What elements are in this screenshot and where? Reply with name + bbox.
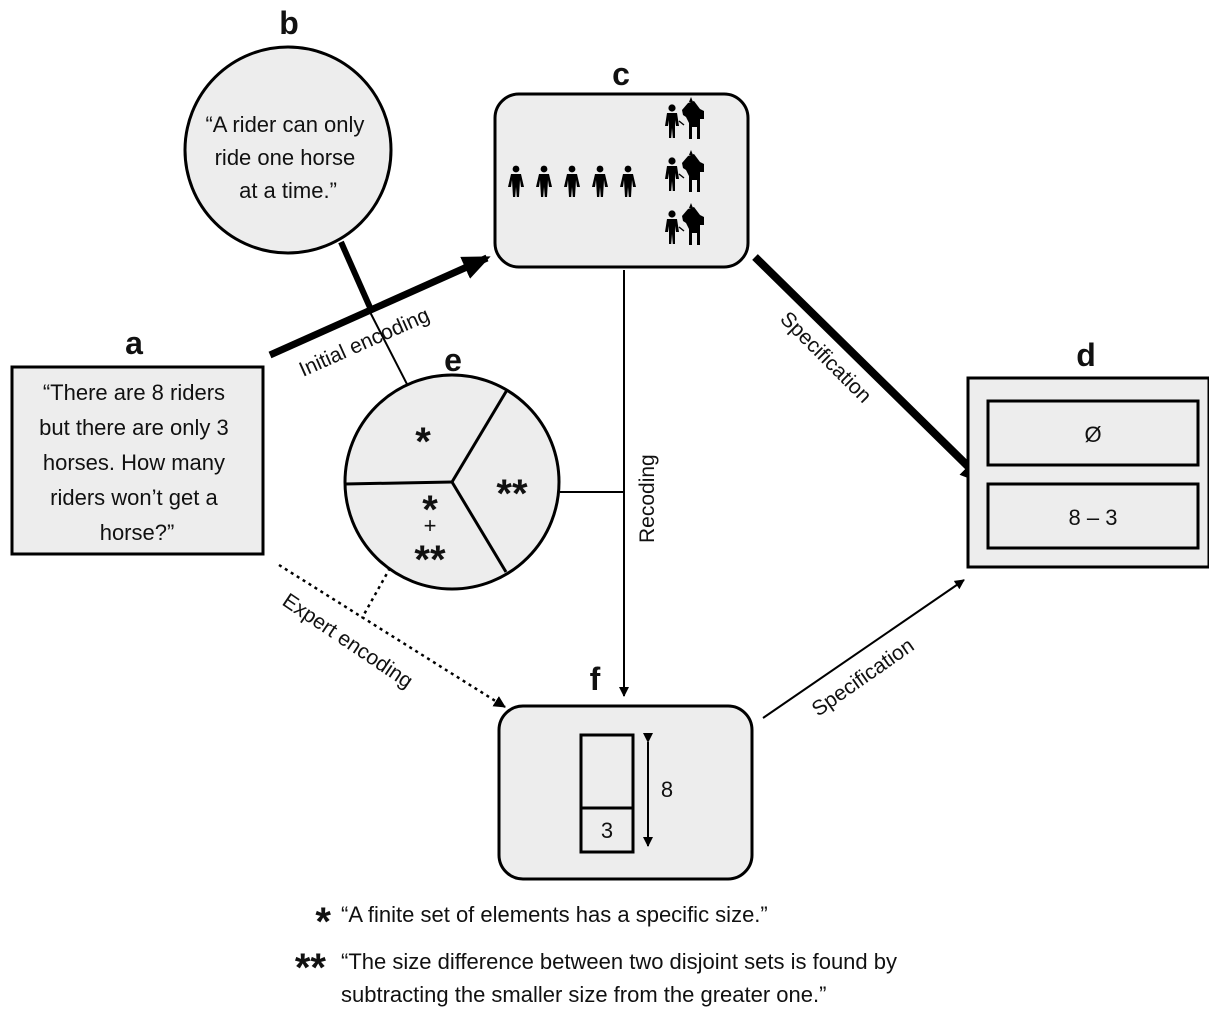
- initial-encoding-arrow: [268, 254, 491, 359]
- panel-e-divider-top: [450, 389, 509, 483]
- panel-b-circle: [183, 45, 393, 255]
- panel-f-total-value: 8: [661, 777, 673, 802]
- panel-a-line-3: horses. How many: [43, 450, 225, 475]
- footnote-2-text: “The size difference between two disjoin…: [341, 949, 903, 1007]
- panel-b-line-3: at a time.”: [239, 178, 337, 203]
- panel-b-text: “A rider can only ride one horse at a ti…: [205, 112, 370, 203]
- panel-e-sector-right: **: [496, 472, 528, 516]
- panel-d-empty-set: Ø: [1084, 422, 1101, 447]
- panel-a-line-4: riders won’t get a: [50, 485, 218, 510]
- panel-e-divider-bottom: [450, 481, 508, 573]
- expert-encoding-label: Expert encoding: [278, 589, 417, 693]
- footnote-1-symbol: *: [315, 900, 331, 944]
- footnote-2-symbol: **: [295, 946, 327, 990]
- panel-e-sector-bottom-plus: +: [424, 513, 437, 538]
- panel-a-box: [10, 365, 265, 556]
- footnote-1-text: “A finite set of elements has a specific…: [341, 902, 768, 927]
- specification-lower-arrow: [762, 579, 965, 719]
- panel-f-letter: f: [590, 661, 601, 697]
- b-to-e-connector: [338, 240, 375, 314]
- panel-b-line-1: “A rider can only: [205, 112, 364, 137]
- footnote-2-line-2: subtracting the smaller size from the gr…: [341, 982, 826, 1007]
- panel-a-text: “There are 8 riders but there are only 3…: [39, 380, 235, 545]
- e-to-expert-connector: [360, 567, 392, 619]
- panel-e-sector-top: *: [415, 420, 431, 464]
- panel-a-line-1: “There are 8 riders: [43, 380, 225, 405]
- panel-e-divider-left: [344, 480, 453, 486]
- panel-d-subtraction: 8 – 3: [1069, 505, 1118, 530]
- panel-e-sector-bottom-double-star: **: [414, 538, 446, 582]
- panel-a-line-2: but there are only 3: [39, 415, 229, 440]
- panel-c-letter: c: [612, 56, 630, 92]
- panel-a-line-5: horse?”: [100, 520, 175, 545]
- panel-d-letter: d: [1076, 337, 1096, 373]
- panel-b-line-2: ride one horse: [215, 145, 356, 170]
- panel-f-bar-total: [579, 733, 635, 854]
- panel-e-letter: e: [444, 342, 462, 378]
- specification-upper-arrow: [752, 254, 988, 486]
- panel-f-part-value: 3: [601, 818, 613, 843]
- panel-d-subtraction-box: [986, 482, 1200, 550]
- specification-lower-label: Specification: [808, 634, 919, 721]
- panel-a-letter: a: [125, 325, 143, 361]
- footnote-2-line-1: “The size difference between two disjoin…: [341, 949, 897, 974]
- expert-encoding-arrow: [278, 563, 506, 709]
- b-to-e-connector-thin: [369, 311, 411, 391]
- panel-e-sector-bottom-star: *: [422, 488, 438, 532]
- panel-b-letter: b: [279, 5, 299, 41]
- recoding-label: Recoding: [636, 454, 659, 543]
- panel-d-empty-set-box: [986, 399, 1200, 467]
